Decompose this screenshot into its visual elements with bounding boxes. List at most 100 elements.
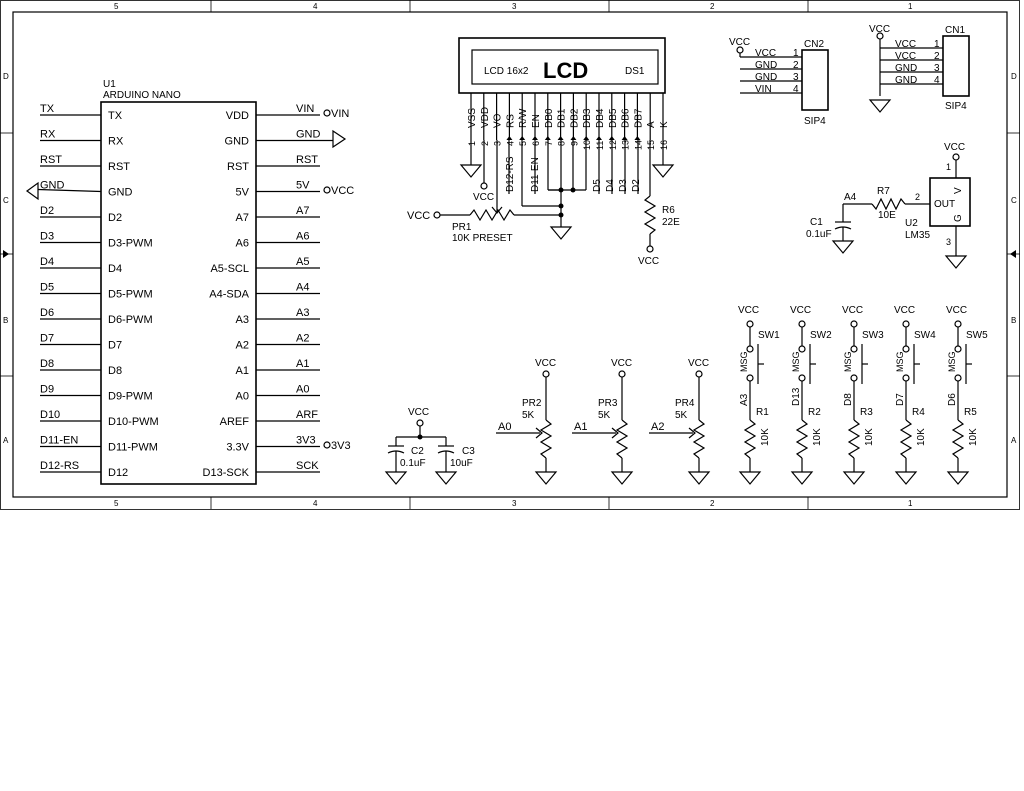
u1-left-net: D12-RS <box>40 460 79 472</box>
r-ref: R4 <box>912 407 925 418</box>
frame-col-bottom: 4 <box>313 499 318 508</box>
u1-left-net: D8 <box>40 358 54 370</box>
u1-body <box>100 101 257 485</box>
u2-name: LM35 <box>905 230 930 241</box>
u1-left-net: D10 <box>40 409 60 421</box>
u1-left-pin: GND <box>108 187 133 199</box>
frame-col-top: 2 <box>710 2 715 11</box>
pot-net: A2 <box>651 421 664 433</box>
u1-right-pin: A5-SCL <box>210 263 249 275</box>
vcc-terminal <box>746 320 754 328</box>
frame-row-right: B <box>1011 316 1016 325</box>
r-ref: R5 <box>964 407 977 418</box>
frame-col-top: 4 <box>313 2 318 11</box>
u2-ref: U2 <box>905 218 918 229</box>
sw-contact <box>850 345 858 353</box>
r6-vcc: VCC <box>638 256 659 267</box>
u1-left-pin: D3-PWM <box>108 238 153 250</box>
r-ref: R2 <box>808 407 821 418</box>
u1-right-pin: D13-SCK <box>203 467 250 479</box>
sw-net: D6 <box>947 393 958 406</box>
r-val: 10K <box>916 428 927 446</box>
frame-col-bottom: 1 <box>908 499 913 508</box>
pin-arrow <box>532 136 538 140</box>
u1-right-net: RST <box>296 154 318 166</box>
cn1-pin-num: 3 <box>934 63 940 74</box>
lcd-ref: DS1 <box>625 66 645 77</box>
u1-left-pin: TX <box>108 110 123 122</box>
pin-arrow <box>596 136 602 140</box>
pin-arrow <box>519 136 526 140</box>
lcd-pin-num: 16 <box>659 140 669 150</box>
cn1-type: SIP4 <box>945 101 967 112</box>
u2-pin1: 1 <box>946 162 951 172</box>
c2-val: 0.1uF <box>400 458 426 469</box>
ground-symbol <box>738 471 762 485</box>
sw-resistor <box>743 419 757 459</box>
lcd-net-en: D11-EN <box>530 157 541 192</box>
pin-arrow <box>557 136 564 140</box>
pot-ref: PR4 <box>675 398 695 409</box>
u1-right-net: A4 <box>296 282 309 294</box>
u1-right-net: 5V <box>296 180 310 192</box>
lcd-pin-num: 2 <box>480 141 490 146</box>
u1-right-pin: A2 <box>236 340 249 352</box>
u1-left-net: RX <box>40 129 56 141</box>
pr1-vcc: VCC <box>407 210 430 222</box>
u1-right-net: 3V3 <box>296 435 316 447</box>
u1-left-pin: D4 <box>108 263 122 275</box>
sw-contact <box>954 345 962 353</box>
sw-type: MSG <box>843 351 853 372</box>
lcd-pin-num: 5 <box>518 141 528 146</box>
cn1-pin-label: GND <box>895 75 917 86</box>
u1-left-pin: RX <box>108 136 124 148</box>
sw-resistor <box>847 419 861 459</box>
ground-symbol <box>946 471 970 485</box>
sw-resistor <box>795 419 809 459</box>
u1-right-net: A0 <box>296 384 309 396</box>
pr1-ref: PR1 <box>452 222 472 233</box>
u1-left-net: D6 <box>40 307 54 319</box>
u2-pin-g: G <box>953 214 964 222</box>
sheet-frame: 5 4 3 2 1 5 4 3 2 1 D C B A D C B A <box>0 0 1020 510</box>
u1-right-net: GND <box>296 129 321 141</box>
cn2-pin-label: VIN <box>755 84 772 95</box>
lcd-pin-name: EN <box>531 114 542 128</box>
u1-left-net: D5 <box>40 282 54 294</box>
u1-left-net: D4 <box>40 256 54 268</box>
c1-ref: C1 <box>810 217 823 228</box>
u2-pin3: 3 <box>946 237 951 247</box>
sw-contact <box>746 374 754 382</box>
u1-left-pin: D2 <box>108 212 122 224</box>
frame-col-top: 3 <box>512 2 517 11</box>
lcd-pin-num: 10 <box>582 140 592 150</box>
vcc-terminal <box>618 370 626 378</box>
u1-left-pin: D11-PWM <box>108 442 158 454</box>
sw-contact <box>902 374 910 382</box>
frame-row-left: D <box>3 72 9 81</box>
sw-contact <box>850 374 858 382</box>
pot-wiper-arrow <box>688 427 696 439</box>
cn2-pin-num: 3 <box>793 72 799 83</box>
pot-vcc: VCC <box>611 358 632 369</box>
sw-resistor <box>951 419 965 459</box>
u1-right-net: ARF <box>296 409 318 421</box>
u1-right-net: SCK <box>296 460 319 472</box>
r-val: 10K <box>864 428 875 446</box>
u1-right-pin: A7 <box>236 212 249 224</box>
pot-element <box>539 419 553 459</box>
c3-val: 10uF <box>450 458 473 469</box>
sw-vcc: VCC <box>738 305 759 316</box>
vcc-terminal <box>542 370 550 378</box>
frame-row-right: A <box>1011 436 1017 445</box>
sw-contact <box>954 374 962 382</box>
cn1-pin-label: VCC <box>895 51 916 62</box>
frame-col-bottom: 5 <box>114 499 119 508</box>
u1-right-pin: 3.3V <box>226 442 249 454</box>
u1-left-net: D3 <box>40 231 54 243</box>
sw-type: MSG <box>739 351 749 372</box>
u1-right-pin: VDD <box>226 110 249 122</box>
pot-element <box>615 419 629 459</box>
sw-ref: SW4 <box>914 330 936 341</box>
